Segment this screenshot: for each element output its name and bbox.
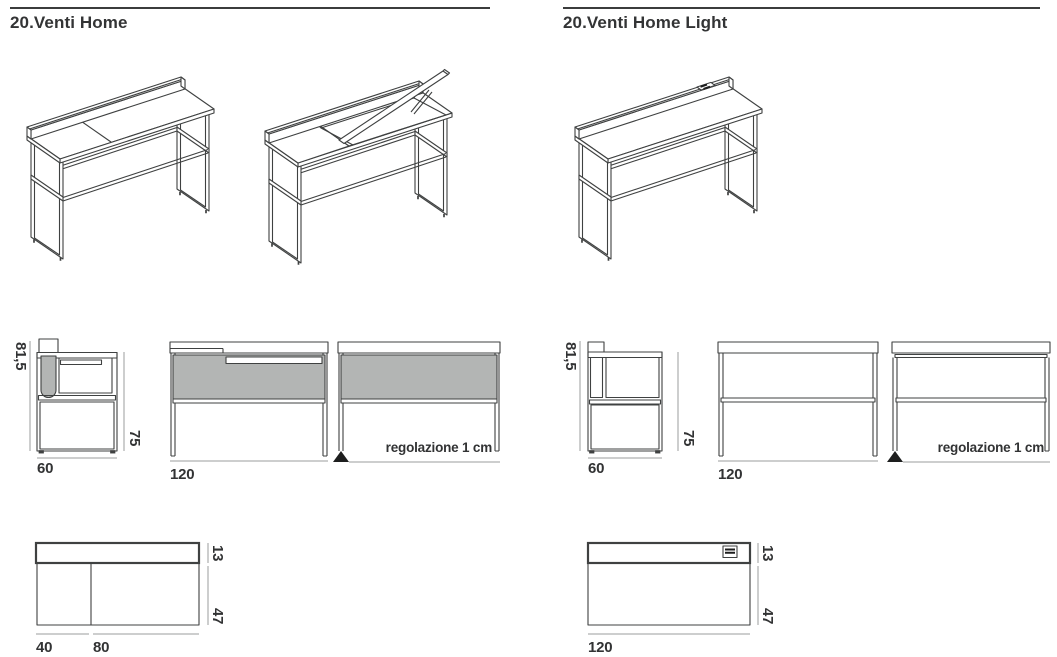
mid-rail bbox=[720, 397, 876, 403]
side-view-home: 81,5 75 60 bbox=[12, 338, 143, 477]
adjustable-foot-icon bbox=[887, 451, 903, 462]
dimension-lines bbox=[579, 341, 679, 459]
dimension-lines bbox=[29, 341, 125, 459]
legs bbox=[170, 353, 328, 457]
mid-rail bbox=[895, 397, 1047, 403]
mid-rail bbox=[172, 398, 326, 404]
cross-rails bbox=[31, 126, 209, 202]
mid-rail bbox=[37, 394, 117, 401]
desk-feet bbox=[581, 239, 610, 261]
top-view-light: 13 47 120 bbox=[586, 541, 776, 656]
rail-section bbox=[587, 341, 605, 353]
top-view-home: 13 47 40 80 bbox=[34, 541, 226, 656]
desk-feet bbox=[655, 450, 661, 454]
desk-feet bbox=[589, 450, 595, 454]
dim-rail-depth: 13 bbox=[209, 545, 226, 561]
socket-slots bbox=[725, 548, 735, 554]
dim-width: 120 bbox=[718, 466, 742, 483]
top-slab bbox=[337, 341, 501, 354]
dim-desk-depth: 47 bbox=[759, 608, 776, 624]
flip-top-seam bbox=[77, 118, 112, 143]
desk-feet bbox=[179, 192, 207, 214]
back-panel bbox=[340, 354, 498, 400]
dim-height-desk: 75 bbox=[126, 430, 143, 446]
lid-support-strut bbox=[410, 89, 433, 115]
lower-frame bbox=[39, 401, 115, 450]
dimension-lines bbox=[36, 543, 209, 635]
power-socket-icon bbox=[722, 545, 738, 559]
dim-depth: 60 bbox=[37, 460, 53, 477]
adjustment-note: regolazione 1 cm bbox=[386, 440, 493, 455]
cross-rails bbox=[579, 126, 757, 202]
dim-desk-depth: 47 bbox=[209, 608, 226, 624]
legs bbox=[892, 357, 1050, 452]
dim-height-total: 81,5 bbox=[562, 342, 579, 370]
compartment bbox=[58, 357, 113, 394]
dimension-lines bbox=[588, 543, 759, 635]
dim-height-desk: 75 bbox=[680, 430, 697, 446]
isometric-light bbox=[574, 76, 763, 261]
desk-feet bbox=[38, 450, 44, 454]
compartment bbox=[605, 356, 660, 399]
dim-height-total: 81,5 bbox=[12, 342, 29, 370]
top-plan bbox=[587, 562, 751, 626]
rail-plan bbox=[34, 541, 201, 565]
front-views-light: 120 regolazione 1 cm bbox=[717, 341, 1051, 483]
tray-slot bbox=[225, 356, 323, 365]
top-slab bbox=[891, 341, 1051, 354]
top-slab bbox=[169, 341, 329, 354]
desk-feet bbox=[271, 243, 300, 265]
mid-rail bbox=[340, 398, 498, 404]
flip-top-side-profile bbox=[40, 355, 57, 398]
desk-feet bbox=[417, 196, 445, 218]
lower-frame bbox=[590, 404, 660, 450]
cross-rails bbox=[269, 130, 447, 206]
socket-slots bbox=[700, 83, 711, 90]
section-title-home: 20.Venti Home bbox=[10, 7, 490, 33]
frame-outline bbox=[587, 351, 663, 452]
adjustable-foot-icon bbox=[333, 451, 349, 462]
rail-section bbox=[38, 338, 59, 354]
top-plan bbox=[36, 562, 200, 626]
dim-width: 120 bbox=[170, 466, 194, 483]
front-views-home: 120 regolazione 1 cm bbox=[169, 341, 501, 483]
side-view-light: 81,5 75 60 bbox=[562, 341, 697, 477]
dim-rail-depth: 13 bbox=[759, 545, 776, 561]
dim-depth: 60 bbox=[588, 460, 604, 477]
dim-segment-left: 40 bbox=[36, 639, 52, 656]
desk-feet bbox=[110, 450, 116, 454]
top-slab bbox=[587, 351, 663, 359]
isometric-home-open bbox=[264, 68, 453, 265]
adjustment-note: regolazione 1 cm bbox=[938, 440, 1045, 455]
under-shelf bbox=[894, 353, 1048, 359]
desk-feet bbox=[727, 192, 755, 214]
dim-width: 120 bbox=[588, 639, 612, 656]
top-slab bbox=[717, 341, 879, 354]
home-title-text: 20.Venti Home bbox=[10, 13, 128, 32]
desk-feet bbox=[33, 239, 62, 261]
section-title-light: 20.Venti Home Light bbox=[563, 7, 1040, 33]
mid-rail bbox=[588, 399, 662, 405]
frame-outline bbox=[36, 351, 118, 452]
flip-top-seam bbox=[170, 347, 224, 353]
side-compartment bbox=[589, 356, 604, 399]
light-title-text: 20.Venti Home Light bbox=[563, 13, 728, 32]
isometric-home-closed bbox=[26, 76, 215, 261]
legs bbox=[718, 353, 878, 457]
dim-segment-right: 80 bbox=[93, 639, 109, 656]
